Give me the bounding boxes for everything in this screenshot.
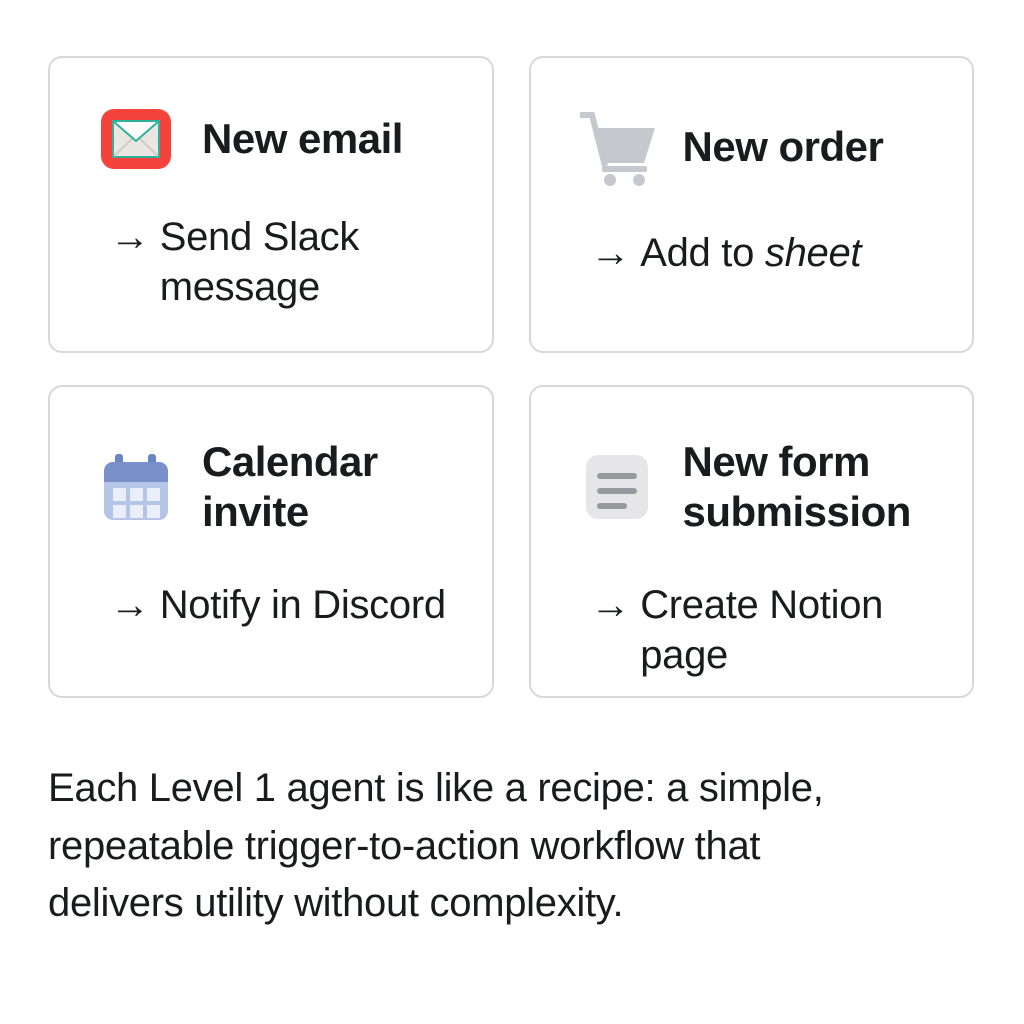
card-action: → Notify in Discord [96,580,464,630]
card-title: Calendar invite [202,438,378,536]
caption-line: Each Level 1 agent is like a recipe: a s… [48,766,824,810]
action-text: Create Notion page [640,582,884,678]
caption-paragraph: Each Level 1 agent is like a recipe: a s… [48,760,974,933]
card-header: New form submission [577,437,945,538]
right-arrow-icon: → [110,582,150,627]
action-text: Notify in Discord [159,582,446,627]
action-text: Add to sheet [640,231,862,275]
card-title: New form submission [682,438,912,536]
card-title: New order [682,122,884,170]
card-header: New email [96,108,464,170]
card-header: New order [577,108,945,186]
card-calendar-invite: Calendar invite → Notify in Discord [48,385,494,698]
card-header: Calendar invite [96,437,464,538]
right-arrow-icon: → [590,582,631,627]
card-action: → Send Slack message [96,212,464,313]
email-icon [96,108,176,170]
card-action: → Create Notion page [577,580,945,681]
card-new-order: New order → Add to sheet [528,56,974,353]
caption-line: repeatable trigger-to-action workflow th… [48,823,761,868]
caption-line: delivers utility without complexity. [48,881,624,926]
card-title: New email [202,114,403,162]
workflow-card-grid: New email → Send Slack message [48,56,974,698]
card-new-email: New email → Send Slack message [48,56,494,353]
right-arrow-icon: → [590,231,631,275]
right-arrow-icon: → [110,215,150,259]
card-new-form-submission: New form submission → Create Notion page [528,385,974,698]
calendar-icon [96,453,176,521]
card-action: → Add to sheet [577,228,945,278]
action-text: Send Slack message [159,215,360,310]
form-document-icon [577,454,657,520]
shopping-cart-icon [577,108,657,186]
